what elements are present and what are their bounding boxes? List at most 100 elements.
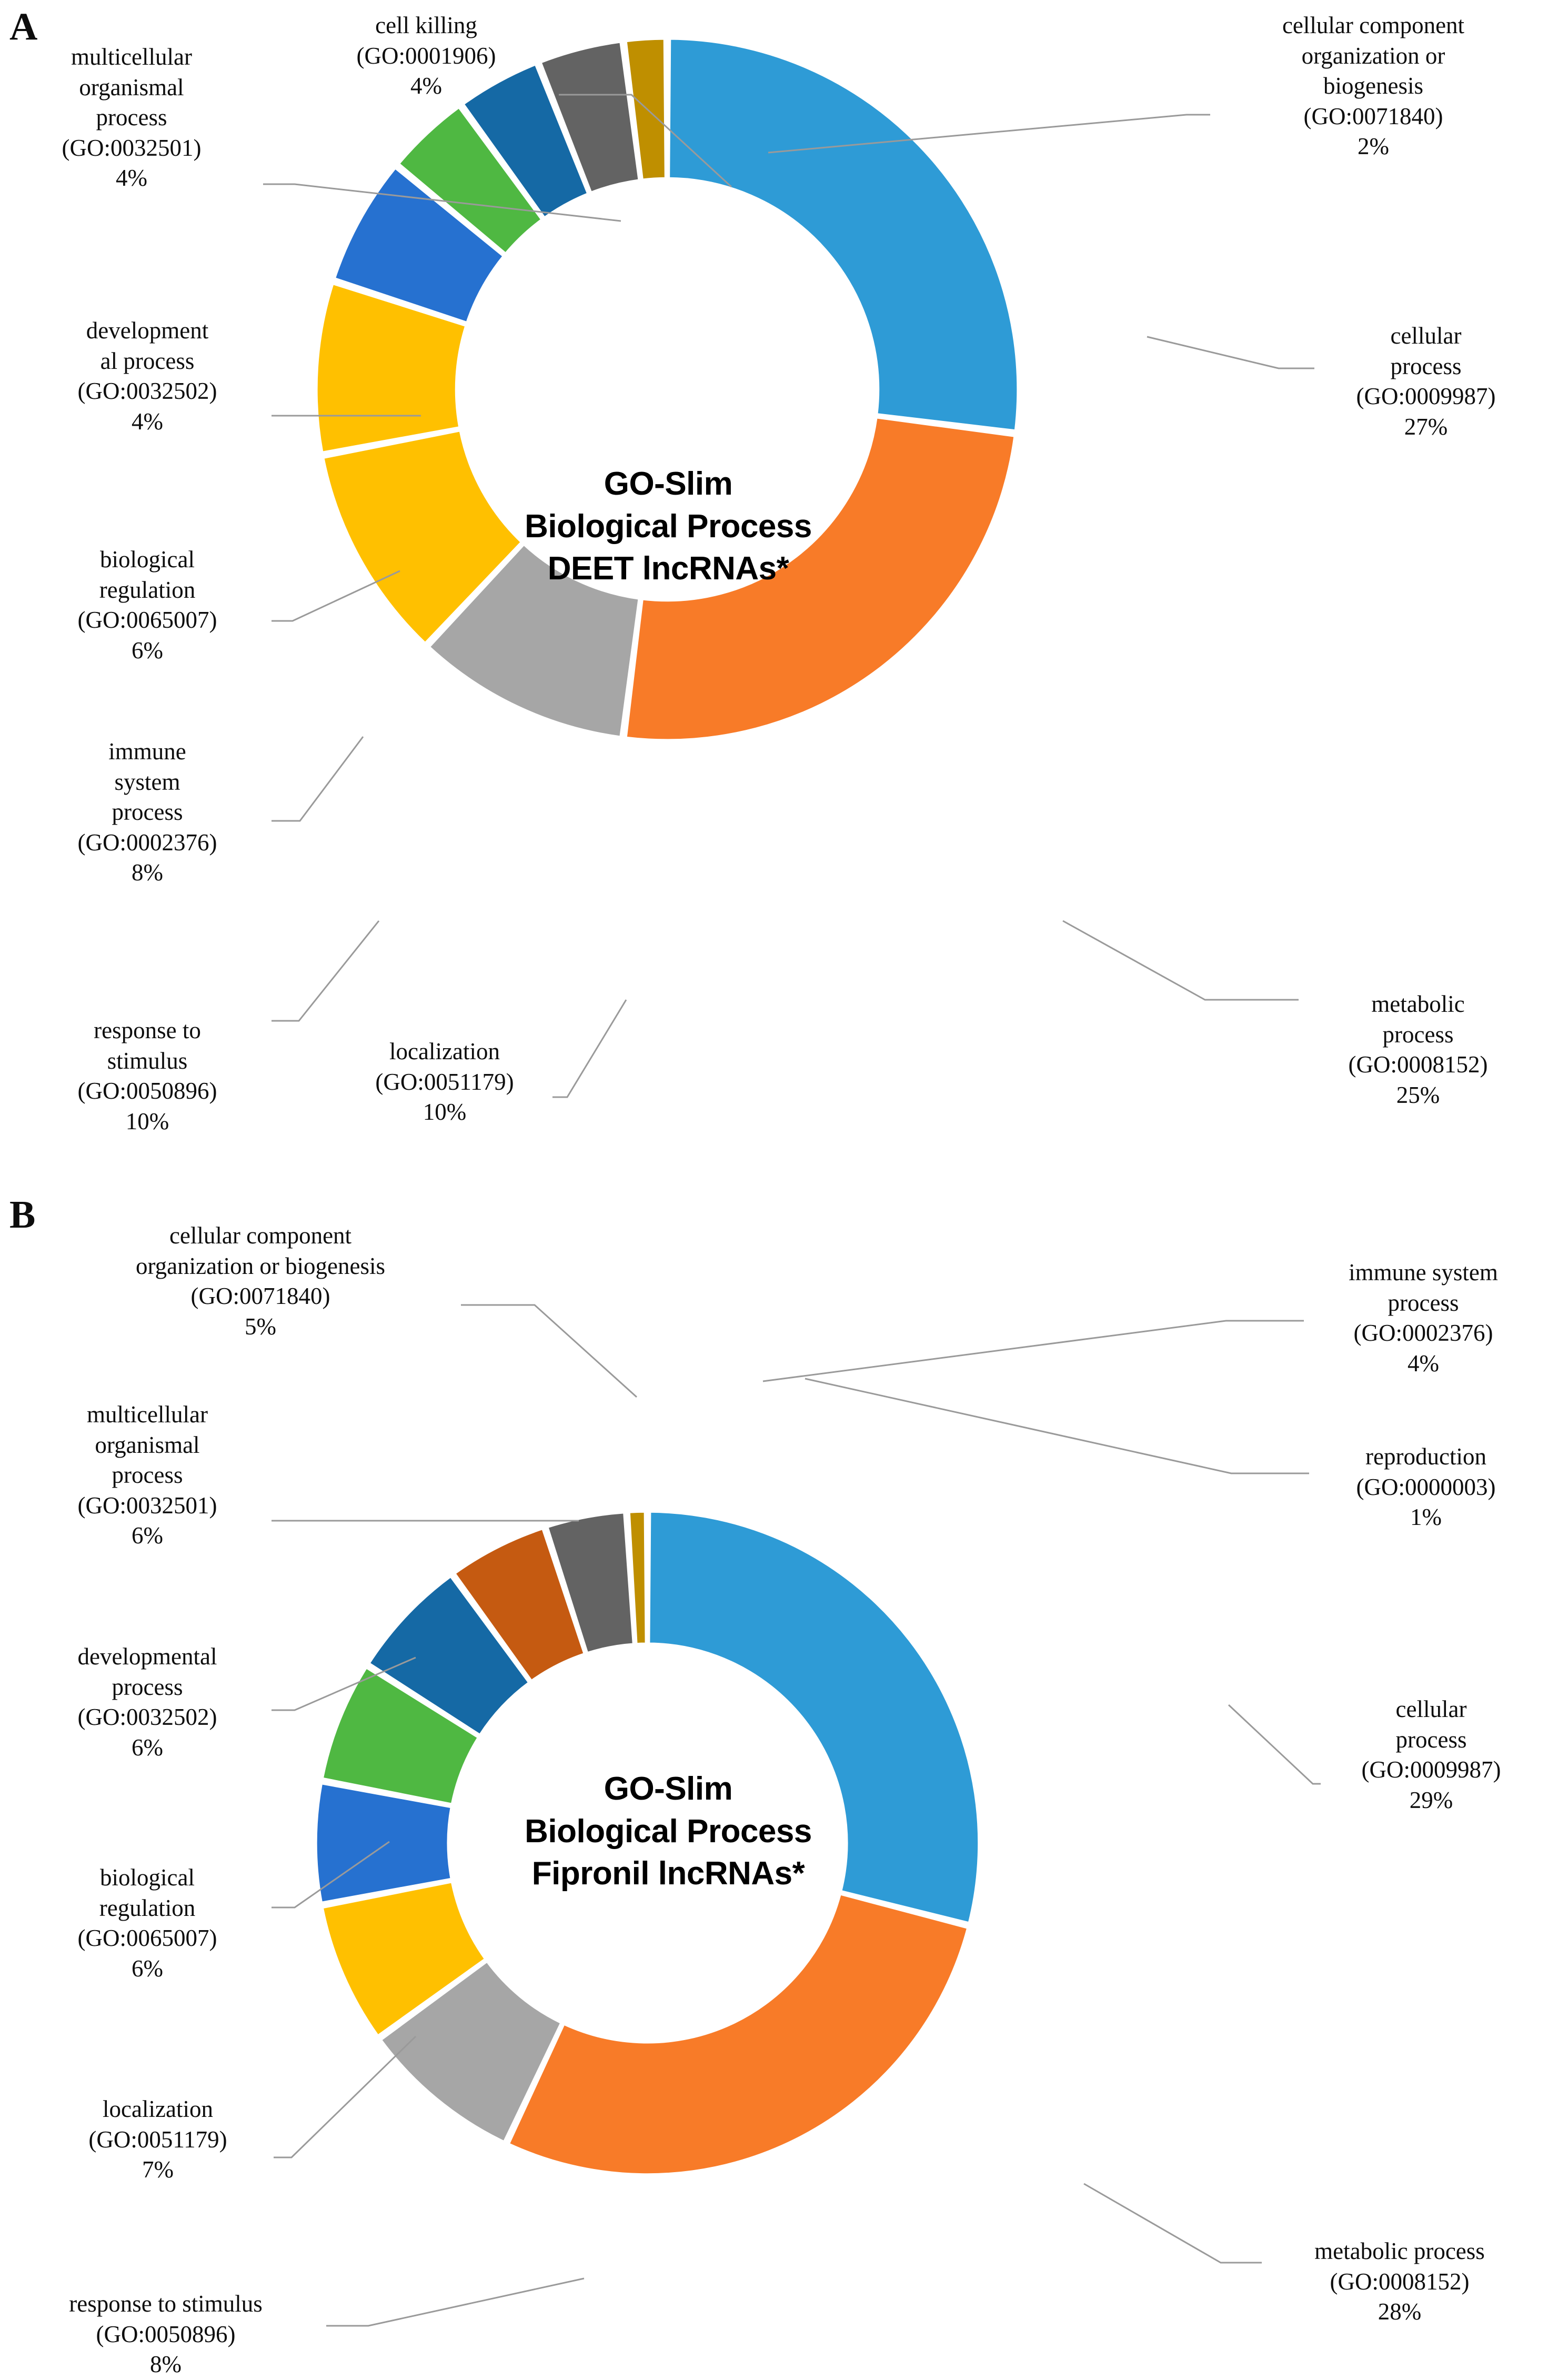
slice-label-line: cellular <box>1390 323 1462 349</box>
slice-label-line: 7% <box>142 2156 174 2183</box>
slice-label-line: process <box>96 104 167 131</box>
donut-svg-b <box>315 1510 980 2176</box>
slice-label-line: 4% <box>132 408 163 435</box>
slice-label-line: (GO:0051179) <box>88 2126 227 2153</box>
slice-label-line: (GO:0071840) <box>1303 103 1443 129</box>
slice-label-line: cell killing <box>375 12 477 38</box>
slice-label-line: metabolic <box>1371 991 1465 1017</box>
slice-label-line: (GO:0001906) <box>356 42 496 69</box>
slice-label-b-cellular-process: cellular process (GO:0009987) 29% <box>1321 1694 1542 1815</box>
chart-a-center-title-line-2: Biological Process <box>525 508 812 545</box>
slice-label-line: 6% <box>132 1734 163 1761</box>
slice-label-b-response-to-stimulus: response to stimulus (GO:0050896) 8% <box>5 2289 326 2380</box>
pie-slice-cellular-component-organization-or-biogenesis[interactable] <box>453 1527 586 1682</box>
slice-label-line: 8% <box>150 2351 182 2378</box>
pie-slice-localization[interactable] <box>427 543 640 738</box>
pie-slice-biological-regulation[interactable] <box>315 1782 453 1904</box>
slice-label-line: immune <box>108 738 186 765</box>
slice-label-line: process <box>1388 1289 1459 1316</box>
slice-label-line: (GO:0000003) <box>1356 1473 1496 1500</box>
slice-label-line: (GO:0009987) <box>1356 383 1496 410</box>
slice-label-line: organization or <box>1301 42 1445 69</box>
panel-letter-b: B <box>9 1193 36 1237</box>
pie-slice-cellular-process[interactable] <box>648 1510 980 1924</box>
slice-label-b-reproduction: reproduction(GO:0000003)1% <box>1310 1442 1542 1533</box>
slice-label-line: cellular <box>1395 1696 1467 1722</box>
slice-label-line: multicellular <box>71 44 192 70</box>
slice-label-line: system <box>114 768 180 795</box>
slice-label-b-localization: localization (GO:0051179) 7% <box>42 2094 274 2185</box>
pie-slice-metabolic-process[interactable] <box>507 1893 969 2176</box>
slice-label-line: 1% <box>1410 1504 1442 1531</box>
slice-label-line: cellular component <box>1282 12 1465 38</box>
donut-chart-b <box>309 1505 986 2181</box>
slice-label-line: process <box>1382 1021 1454 1048</box>
slice-label-line: process <box>112 1462 183 1489</box>
slice-label-line: al process <box>100 347 195 374</box>
slice-label-a-cellular-component-organization-or-biogenesis: cellular component organization or biogene… <box>1210 11 1536 162</box>
slice-label-line: 4% <box>1408 1350 1439 1377</box>
slice-label-line: regulation <box>99 1894 196 1921</box>
slice-label-line: 6% <box>132 637 163 664</box>
slice-label-line: multicellular <box>87 1401 208 1428</box>
chart-a-center-title-line-1: GO-Slim <box>604 466 733 502</box>
pie-slice-reproduction[interactable] <box>628 1510 647 1645</box>
chart-b-center-title-line-2: Biological Process <box>525 1813 812 1850</box>
slice-label-line: organismal <box>95 1431 200 1458</box>
slice-label-line: (GO:0071840) <box>190 1283 330 1310</box>
slice-label-line: developmental <box>77 1643 217 1670</box>
slice-label-line: process <box>1390 353 1462 379</box>
donut-chart-a <box>309 32 1025 747</box>
pie-slice-multicellular-organismal-process[interactable] <box>367 1575 530 1736</box>
slice-label-line: 27% <box>1404 413 1448 440</box>
slice-label-line: localization <box>103 2096 213 2122</box>
slice-label-line: organization or biogenesis <box>135 1252 386 1279</box>
pie-slice-immune-system-process[interactable] <box>315 282 468 454</box>
slice-label-line: 28% <box>1378 2298 1422 2325</box>
slice-label-line: 4% <box>116 165 147 192</box>
slice-label-line: 10% <box>423 1099 467 1126</box>
pie-slice-metabolic-process[interactable] <box>625 416 1016 741</box>
slice-label-a-localization: localization(GO:0051179)10% <box>337 1037 552 1128</box>
slice-label-line: (GO:0002376) <box>1353 1320 1493 1347</box>
slice-label-line: process <box>1395 1726 1467 1753</box>
slice-label-line: 2% <box>1358 133 1389 160</box>
slice-label-line: process <box>112 799 183 826</box>
slice-label-line: biological <box>100 1864 195 1891</box>
donut-svg-a <box>315 37 1019 741</box>
slice-label-line: 6% <box>132 1955 163 1982</box>
slice-label-line: response to stimulus <box>69 2291 263 2317</box>
slice-label-a-cell-killing: cell killing (GO:0001906) 4% <box>300 11 552 102</box>
slice-label-line: (GO:0050896) <box>96 2321 236 2347</box>
slice-label-line: 6% <box>132 1522 163 1549</box>
slice-label-line: (GO:0009987) <box>1361 1756 1501 1783</box>
slice-label-line: (GO:0032501) <box>62 134 202 161</box>
slice-label-line: 29% <box>1409 1786 1453 1813</box>
pie-slice-cellular-process[interactable] <box>668 37 1019 432</box>
slice-label-line: biological <box>100 546 195 573</box>
slice-label-line: (GO:0065007) <box>77 1925 217 1952</box>
slice-label-line: metabolic process <box>1314 2238 1485 2264</box>
slice-label-line: regulation <box>99 576 196 603</box>
slice-label-line: response to <box>94 1017 201 1043</box>
slice-label-line: 8% <box>132 859 163 886</box>
slice-label-line: (GO:0032502) <box>77 1704 217 1731</box>
chart-b-center-title-line-3: Fipronil lncRNAs* <box>531 1855 805 1892</box>
slice-label-line: immune system <box>1349 1259 1498 1286</box>
slice-label-line: biogenesis <box>1323 73 1423 99</box>
slice-label-b-biological-regulation: biological regulation (GO:0065007) 6% <box>24 1863 271 1984</box>
chart-a-center-title-line-3: DEET lncRNAs* <box>547 550 789 587</box>
chart-b-center-title-line-1: GO-Slim <box>604 1771 733 1807</box>
slice-label-line: 4% <box>410 73 442 99</box>
